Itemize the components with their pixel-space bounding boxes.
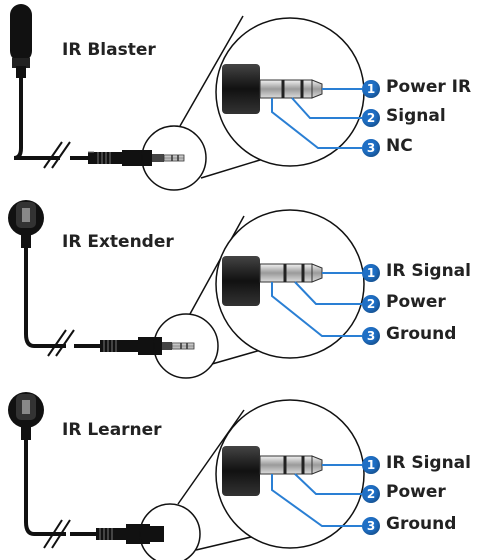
pin-number-badge: 3 (362, 327, 380, 345)
pin-number-badge: 2 (362, 109, 380, 127)
leader-lines (271, 272, 362, 337)
enlarged-plug (222, 446, 323, 496)
section-ir-blaster (10, 4, 365, 191)
pin-number-badge: 3 (362, 139, 380, 157)
pin-label: Power (386, 482, 446, 502)
section-title-ir-blaster: IR Blaster (62, 40, 156, 60)
magnifier-small-circle (141, 125, 207, 191)
cable-break-mark (43, 141, 71, 169)
pin-label: Signal (386, 106, 446, 126)
ir-extender-icon (8, 200, 44, 248)
pin-label: Power (386, 292, 446, 312)
leader-lines (271, 88, 362, 149)
pin-number-badge: 2 (362, 485, 380, 503)
pin-number-badge: 1 (362, 456, 380, 474)
pin-number-badge: 1 (362, 264, 380, 282)
section-ir-extender (8, 200, 365, 379)
section-ir-learner (8, 392, 365, 560)
section-title-ir-extender: IR Extender (62, 232, 174, 252)
pin-number-badge: 3 (362, 517, 380, 535)
small-plug (88, 150, 185, 166)
pin-label: Ground (386, 514, 457, 534)
section-title-ir-learner: IR Learner (62, 420, 162, 440)
small-plug (96, 524, 164, 544)
ir-learner-icon (8, 392, 44, 440)
pin-label: Ground (386, 324, 457, 344)
pin-label: NC (386, 136, 413, 156)
pin-number-badge: 1 (362, 80, 380, 98)
pin-number-badge: 2 (362, 295, 380, 313)
small-plug (100, 337, 195, 355)
enlarged-plug (222, 64, 323, 114)
cable (13, 78, 23, 160)
pin-label: Power IR (386, 77, 472, 97)
pin-label: IR Signal (386, 453, 471, 473)
ir-blaster-icon (10, 4, 32, 78)
leader-lines (271, 464, 362, 527)
enlarged-plug (222, 256, 323, 306)
pin-label: IR Signal (386, 261, 471, 281)
